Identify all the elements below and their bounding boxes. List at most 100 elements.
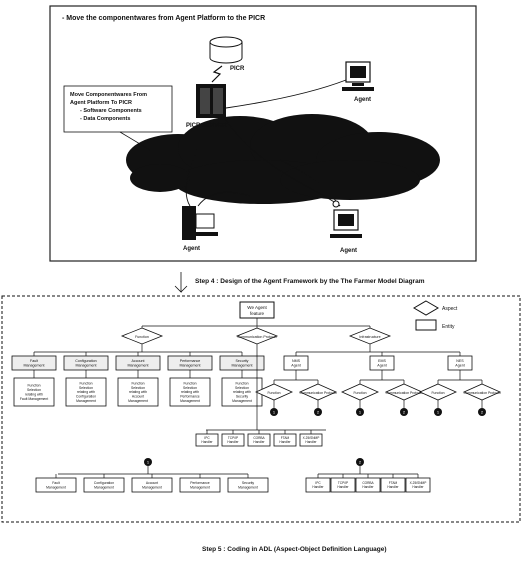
protocol-handler-box-label: IPC: [204, 436, 210, 440]
management-entity-box-label: Management: [190, 485, 210, 489]
handler-entity-box: [330, 477, 356, 493]
handler-entity-box-label: Handler: [337, 485, 349, 489]
function-box-label: relating with: [233, 390, 251, 394]
function-box: [65, 377, 107, 407]
function-box-label: Function: [183, 381, 196, 385]
function-box: [13, 377, 55, 407]
function-box-label: Selection: [27, 388, 41, 392]
agent-box-label: Agent: [291, 364, 300, 368]
computer-icon: [342, 61, 374, 91]
panel-network-illustration: - Move the componentwares from Agent Pla…: [49, 5, 477, 262]
reference-circle: [356, 458, 364, 466]
management-entity-box-label: Management: [238, 485, 258, 489]
protocol-handler-box: [195, 433, 219, 447]
callout-line: - Data Components: [80, 116, 130, 122]
legend-entity-icon: [415, 319, 437, 331]
aspect-diamond-label: Communication Protocol: [237, 335, 276, 339]
sub-aspect-diamond-label: Communication Protocol: [300, 391, 337, 395]
function-box-label: Fault Management: [20, 397, 48, 401]
function-box-label: Selection: [183, 386, 197, 390]
handler-entity-box-label: Handler: [412, 485, 424, 489]
handler-entity-box: [380, 477, 406, 493]
reference-circle-label: 1: [147, 460, 150, 465]
agent-box-label: Agent: [455, 364, 464, 368]
lightning-icon: [211, 65, 223, 83]
server-label: PICR SERVER: [186, 123, 227, 129]
reference-circle-label: 1: [437, 410, 440, 415]
function-box-label: Function: [79, 381, 92, 385]
sub-aspect-diamond-label: Function: [353, 391, 366, 395]
protocol-handler-box-label: Handler: [253, 440, 265, 444]
reference-circle-label: 2: [403, 410, 406, 415]
root-label: We Agent: [247, 305, 267, 310]
management-entity-box-label: Management: [94, 485, 114, 489]
agent-label: Agent: [183, 246, 200, 252]
handler-entity-box: [305, 477, 331, 493]
function-box-label: relating with: [77, 390, 95, 394]
function-box-label: relating with: [181, 390, 199, 394]
management-entity-box-label: Management: [142, 485, 162, 489]
handler-entity-box-label: Handler: [387, 485, 399, 489]
sub-aspect-diamond-label: Function: [267, 391, 280, 395]
protocol-handler-box: [247, 433, 271, 447]
function-box-label: Selection: [235, 386, 249, 390]
function-box-label: relating with: [129, 390, 147, 394]
sub-aspect-diamond-label: Communication Protocol: [464, 391, 501, 395]
management-entity-box-label: Management: [46, 485, 66, 489]
function-box-label: Management: [76, 399, 96, 403]
protocol-handler-box-label: Handler: [279, 440, 291, 444]
handler-entity-box-label: X.25/SNMP: [410, 481, 427, 485]
step4-caption: Step 4 : Design of the Agent Framework b…: [195, 278, 425, 285]
handler-entity-box-label: TCP/IP: [338, 481, 348, 485]
function-box-label: Performance: [180, 395, 200, 399]
management-box-label: Fault: [30, 359, 38, 363]
handler-entity-box-label: CORBA: [362, 481, 374, 485]
root-label: feature: [250, 311, 265, 316]
protocol-handler-box-label: Handler: [227, 440, 239, 444]
handler-entity-box-label: Handler: [312, 485, 324, 489]
reference-circle: [270, 408, 278, 416]
database-icon: [209, 36, 243, 64]
agent-label: Agent: [340, 248, 357, 254]
function-box-label: Function: [235, 381, 248, 385]
management-box-label: Performance: [180, 359, 201, 363]
agent-box-label: Agent: [377, 364, 386, 368]
management-box-label: Management: [24, 364, 45, 368]
handler-entity-box-label: Handler: [362, 485, 374, 489]
reference-circle: [478, 408, 486, 416]
protocol-handler-box: [221, 433, 245, 447]
function-box-label: Security: [236, 395, 249, 399]
reference-circle: [314, 408, 322, 416]
function-box-label: Function: [27, 384, 40, 388]
step5-caption: Step 5 : Coding in ADL (Aspect-Object De…: [202, 546, 387, 553]
protocol-handler-box: [299, 433, 323, 447]
computer-icon: [182, 206, 218, 240]
function-box-label: Function: [131, 381, 144, 385]
server-icon: [196, 84, 226, 118]
management-box-label: Security: [236, 359, 249, 363]
agent-box-label: EMS: [378, 359, 386, 363]
management-box-label: Configuration: [75, 359, 96, 363]
management-entity-box: [131, 477, 173, 493]
handler-entity-box-label: IPC: [315, 481, 321, 485]
reference-circle-label: 1: [359, 410, 362, 415]
callout-box: [63, 85, 173, 133]
management-box-label: Management: [128, 364, 149, 368]
legend-aspect-icon: [413, 300, 439, 316]
callout-line: Agent Platform To PICR: [70, 100, 132, 106]
management-box-label: Management: [180, 364, 201, 368]
agent-box-label: NES: [456, 359, 464, 363]
management-entity-box-label: Configuration: [94, 481, 114, 485]
management-box-label: Management: [232, 364, 253, 368]
management-entity-box-label: Performance: [190, 481, 210, 485]
reference-circle: [400, 408, 408, 416]
sub-aspect-diamond-label: Function: [431, 391, 444, 395]
management-entity-box-label: Fault: [52, 481, 60, 485]
handler-entity-box-label: FTAM: [389, 481, 398, 485]
protocol-handler-box-label: X.25/SNMP: [303, 436, 320, 440]
function-box-label: Management: [128, 399, 148, 403]
computer-icon: [330, 209, 362, 238]
